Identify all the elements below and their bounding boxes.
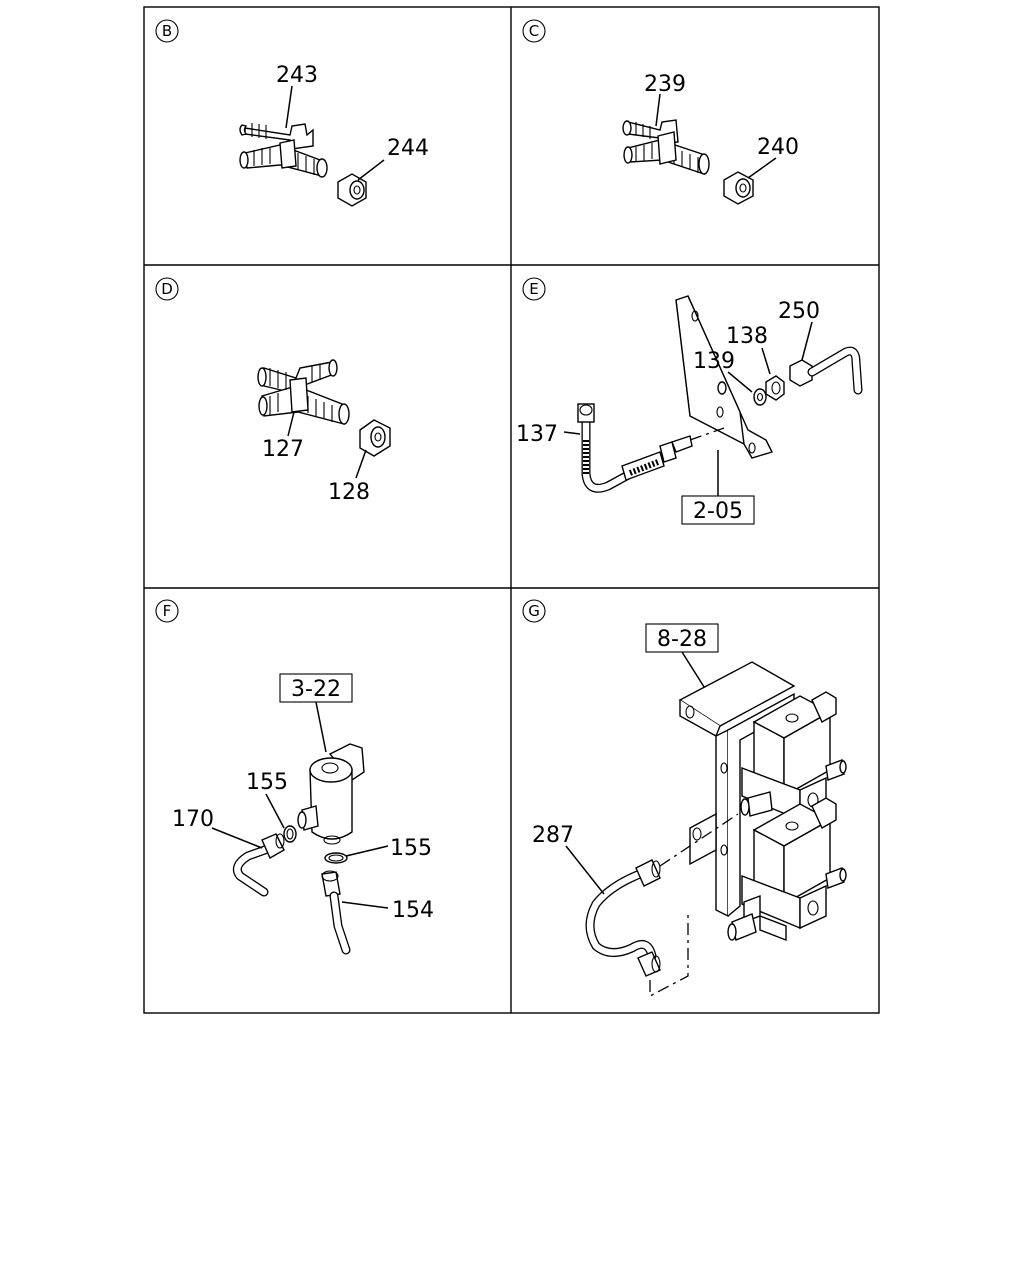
pipe-287 <box>585 859 661 977</box>
bracket-e <box>675 295 773 459</box>
part-label-239: 239 <box>644 72 686 97</box>
panel-b-marker: B <box>155 19 179 43</box>
cross-fitting-d <box>257 359 350 425</box>
solenoid-valve-lower <box>727 797 847 942</box>
ref-box-8-28: 8-28 <box>645 623 719 653</box>
nut-b <box>337 173 367 207</box>
svg-text:2-05: 2-05 <box>693 499 743 524</box>
nut-138 <box>765 375 785 401</box>
svg-text:8-28: 8-28 <box>657 627 707 652</box>
svg-text:E: E <box>529 280 538 298</box>
cross-fitting-b <box>239 123 328 178</box>
panel-e: E <box>516 277 863 525</box>
panel-g: G 8-28 <box>522 599 847 998</box>
washer-139 <box>753 388 767 406</box>
nut-c <box>723 171 754 205</box>
panel-d-marker: D <box>155 277 179 301</box>
part-label-240: 240 <box>757 135 799 160</box>
part-label-155-upper: 155 <box>246 770 288 795</box>
panel-e-marker: E <box>522 277 546 301</box>
part-label-137: 137 <box>516 422 558 447</box>
panel-g-marker: G <box>522 599 546 623</box>
part-label-127: 127 <box>262 437 304 462</box>
svg-text:3-22: 3-22 <box>291 677 341 702</box>
panel-b: B 243 244 <box>155 19 429 207</box>
o-ring-155-upper <box>283 825 297 843</box>
part-label-155-lower: 155 <box>390 836 432 861</box>
hose-137 <box>577 403 693 493</box>
nut-d <box>359 419 391 457</box>
panel-f: F 3-22 <box>155 599 434 955</box>
svg-text:B: B <box>162 22 172 40</box>
panel-grid <box>143 6 880 1014</box>
part-label-128: 128 <box>328 480 370 505</box>
svg-text:G: G <box>528 602 540 620</box>
panel-c: C 239 240 <box>522 19 799 205</box>
filter-body <box>297 743 365 845</box>
o-ring-155-lower <box>324 852 348 864</box>
tee-fitting-c <box>622 119 710 176</box>
part-label-138: 138 <box>726 324 768 349</box>
hose-154 <box>321 870 351 955</box>
part-label-139: 139 <box>693 349 735 374</box>
part-label-244: 244 <box>387 136 429 161</box>
ref-box-3-22: 3-22 <box>279 673 353 703</box>
solenoid-valve-upper <box>740 691 847 822</box>
svg-text:F: F <box>163 602 172 620</box>
panel-c-marker: C <box>522 19 546 43</box>
part-label-250: 250 <box>778 299 820 324</box>
pipe-170 <box>232 833 285 897</box>
part-label-170: 170 <box>172 807 214 832</box>
part-label-154: 154 <box>392 898 434 923</box>
part-label-287: 287 <box>532 823 574 848</box>
svg-text:D: D <box>161 280 173 298</box>
line-250 <box>789 346 863 395</box>
panel-d: D 127 128 <box>155 277 391 505</box>
part-label-243: 243 <box>276 63 318 88</box>
ref-box-2-05: 2-05 <box>681 495 755 525</box>
svg-text:C: C <box>529 22 539 40</box>
panel-f-marker: F <box>155 599 179 623</box>
bracket-8-28 <box>678 661 796 918</box>
